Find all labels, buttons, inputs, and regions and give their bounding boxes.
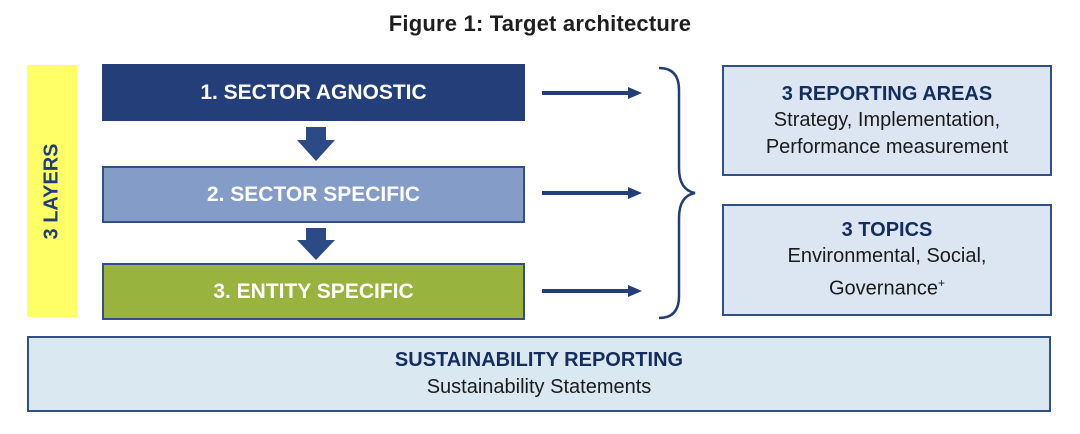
sustainability-heading: SUSTAINABILITY REPORTING [394,349,684,371]
reporting-areas-heading: 3 REPORTING AREAS [781,82,993,105]
topics-line-1: Environmental, Social, [787,245,987,268]
right-arrow-icon [542,187,642,199]
layers-label: 3 LAYERS [40,143,63,239]
down-arrow-icon [297,228,335,260]
layer-sector-agnostic: 1. SECTOR AGNOSTIC [102,64,525,121]
reporting-areas-line-2: Performance measurement [765,135,1009,158]
figure-title: Figure 1: Target architecture [388,11,692,36]
topics-governance: Governance [829,277,938,300]
layers-label-bar: 3 LAYERS [27,65,77,317]
reporting-areas-box: 3 REPORTING AREAS Strategy, Implementati… [722,65,1052,176]
down-arrow-icon [297,127,335,161]
topics-heading: 3 TOPICS [841,219,933,242]
sustainability-reporting-box: SUSTAINABILITY REPORTING Sustainability … [27,336,1051,412]
layer-entity-specific: 3. ENTITY SPECIFIC [102,263,525,320]
reporting-areas-line-1: Strategy, Implementation, [773,108,1001,131]
right-arrow-icon [542,87,642,99]
layer-sector-specific: 2. SECTOR SPECIFIC [102,166,525,223]
right-arrow-icon [542,285,642,297]
sustainability-statements: Sustainability Statements [426,376,652,398]
topics-governance-superscript: + [937,276,945,291]
right-brace-icon [658,66,696,320]
topics-line-2: Governance+ [829,270,945,303]
topics-box: 3 TOPICS Environmental, Social, Governan… [722,204,1052,316]
